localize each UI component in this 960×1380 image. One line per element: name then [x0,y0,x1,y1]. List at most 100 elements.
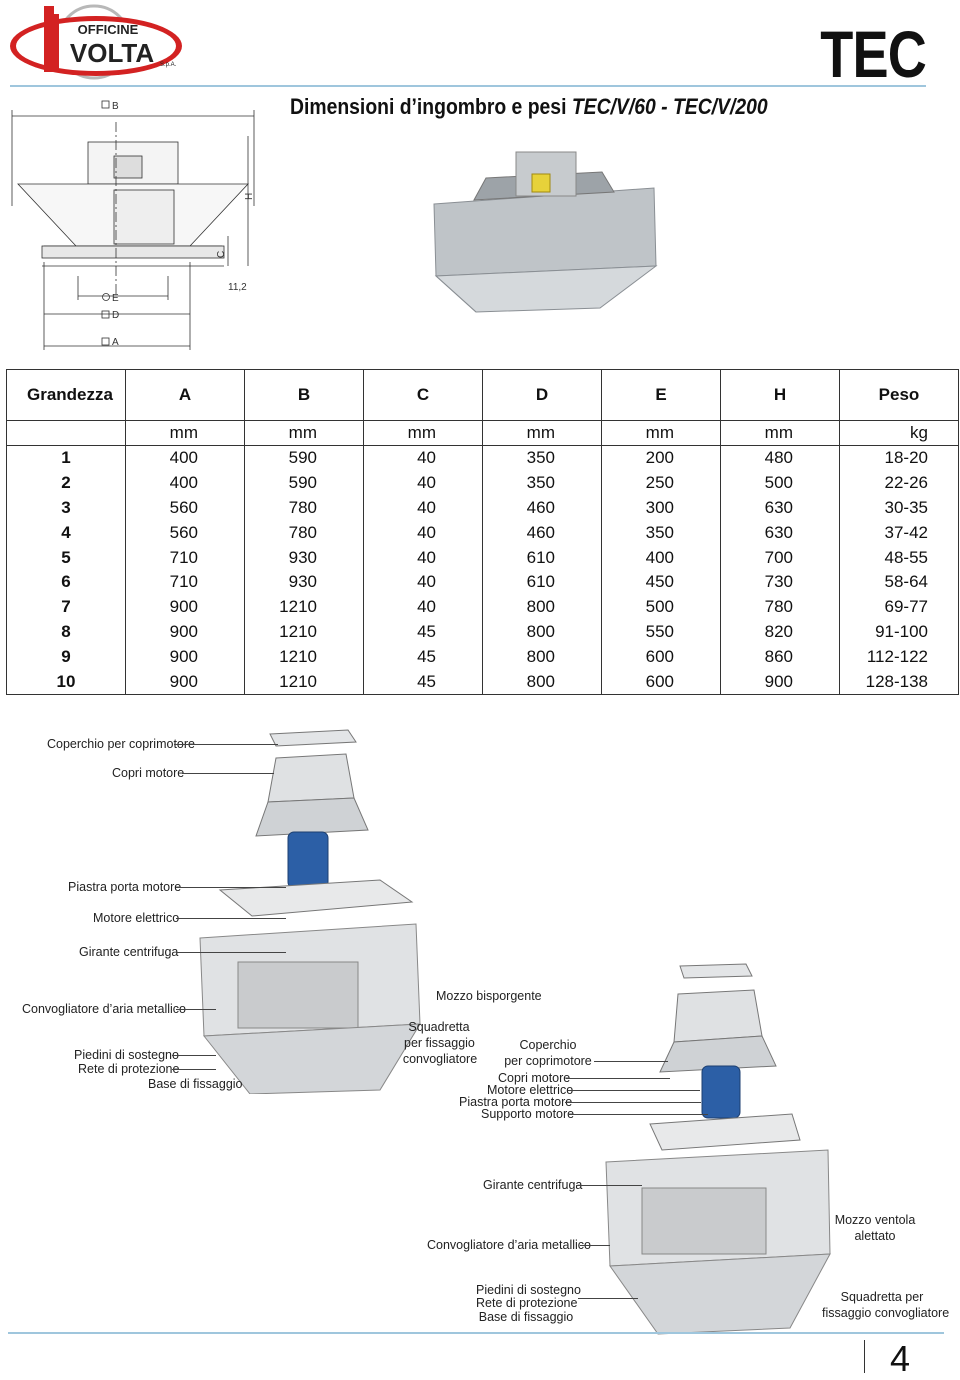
table-cell: 710 [125,545,245,570]
leader-line [566,1078,670,1079]
table-cell: 930 [244,545,364,570]
label-rete-protezione-2: Rete di protezione [476,1296,578,1310]
label-mozzo-bisporgente: Mozzo bisporgente [436,989,542,1003]
label-squadretta-2: per fissaggio [404,1036,475,1050]
table-cell: 450 [601,569,721,595]
table-cell: 710 [125,569,245,595]
table-cell: 18-20 [839,445,959,471]
size-cell: 9 [6,644,126,670]
size-cell: 4 [6,520,126,546]
table-cell: 350 [482,470,602,496]
header-grandezza: Grandezza [6,369,126,421]
table-cell: 45 [363,644,483,670]
drawing-label-e: E [112,293,119,304]
label-piedini-sostegno-2: Piedini di sostegno [476,1283,581,1297]
leader-line [594,1061,668,1062]
label-convogliatore-2: Convogliatore d’aria metallico [427,1238,591,1252]
exploded-diagram-right [605,963,831,1335]
label-squadretta-1: Squadretta [408,1020,470,1034]
page-title-models: TEC/V/60 - TEC/V/200 [571,94,768,119]
label-squadretta-3: convogliatore [402,1052,478,1066]
leader-line [182,773,274,774]
header-e: E [601,369,721,421]
table-cell: 350 [482,445,602,471]
label-motore-elettrico: Motore elettrico [93,911,180,925]
table-cell: 610 [482,545,602,570]
leader-line [176,887,286,888]
label-convogliatore: Convogliatore d’aria metallico [22,1002,186,1016]
size-cell: 10 [6,669,126,695]
officine-volta-logo: OFFICINE VOLTA S.p.A. [10,4,182,80]
table-cell: 860 [720,644,840,670]
label-girante-centrifuga-2: Girante centrifuga [483,1178,583,1192]
table-cell: 1210 [244,644,364,670]
header-b: B [244,369,364,421]
table-cell: 1210 [244,669,364,695]
label-mozzo-ventola-2: alettato [854,1229,896,1243]
table-cell: 700 [720,545,840,570]
table-cell: 800 [482,594,602,620]
table-cell: 400 [601,545,721,570]
page-title-prefix: Dimensioni d’ingombro e pesi [290,94,572,119]
table-cell: 900 [720,669,840,695]
table-cell: 350 [601,520,721,546]
table-cell: 780 [244,495,364,521]
drawing-label-b: B [112,101,119,112]
table-cell: 200 [601,445,721,471]
table-cell: 400 [125,470,245,496]
table-cell: 112-122 [839,644,959,670]
leader-line [174,744,278,745]
label-girante-centrifuga: Girante centrifuga [79,945,179,959]
table-cell: 500 [720,470,840,496]
table-cell: 930 [244,569,364,595]
size-cell: 7 [6,594,126,620]
label-base-fissaggio: Base di fissaggio [148,1077,243,1091]
table-cell: 560 [125,520,245,546]
table-cell: 460 [482,520,602,546]
table-cell: 550 [601,619,721,645]
unit-cell: kg [839,420,959,446]
table-cell: 40 [363,495,483,521]
unit-cell: mm [244,420,364,446]
size-cell: 3 [6,495,126,521]
leader-line [568,1090,700,1091]
leader-line [172,1069,216,1070]
label-piastra-porta-motore-2: Piastra porta motore [459,1095,573,1109]
table-cell: 560 [125,495,245,521]
table-cell: 900 [125,669,245,695]
size-cell: 6 [6,569,126,595]
header-a: A [125,369,245,421]
table-cell: 630 [720,495,840,521]
table-cell: 820 [720,619,840,645]
leader-line [578,1298,638,1299]
table-cell: 600 [601,669,721,695]
label-piedini-sostegno: Piedini di sostegno [74,1048,179,1062]
header-peso: Peso [839,369,959,421]
unit-cell: mm [482,420,602,446]
table-cell: 40 [363,470,483,496]
table-cell: 590 [244,470,364,496]
size-cell: 2 [6,470,126,496]
size-cell: 8 [6,619,126,645]
logo-suffix-text: S.p.A. [160,62,177,68]
table-cell: 800 [482,644,602,670]
table-cell: 900 [125,644,245,670]
technical-drawing: B H C E D A 11,2 [11,100,255,350]
table-cell: 1210 [244,619,364,645]
header-h: H [720,369,840,421]
table-cell: 58-64 [839,569,959,595]
label-coperchio-2: per coprimotore [504,1054,592,1068]
table-cell: 128-138 [839,669,959,695]
brand-title: TEC [820,17,927,91]
table-units-row: mm mm mm mm mm mm kg [6,420,959,446]
label-motore-elettrico-2: Motore elettrico [487,1083,574,1097]
drawing-label-a: A [112,337,119,348]
